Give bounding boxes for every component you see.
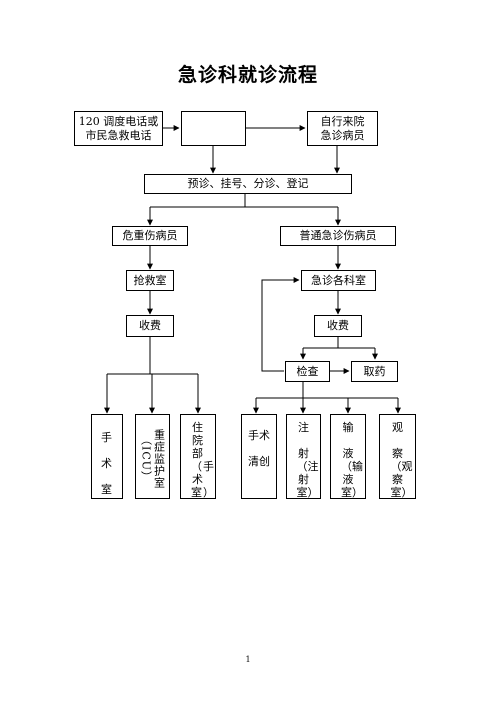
- node-infusion: 输 液（输液室）: [330, 414, 366, 499]
- label-injection: 注 射（注射室）: [296, 421, 319, 499]
- node-observation: 观 察（观察室）: [379, 414, 416, 499]
- label-infusion: 输 液（输液室）: [341, 421, 363, 499]
- node-er-departments: 急诊各科室: [301, 270, 376, 291]
- node-register: 预诊、挂号、分诊、登记: [144, 174, 352, 194]
- node-self-arrival: 自行来院 急诊病员: [307, 111, 378, 146]
- node-rescue-room: 抢救室: [126, 270, 174, 291]
- label-observation: 观 察（观察室）: [390, 421, 413, 499]
- arrow-loop-back: [261, 277, 300, 372]
- node-inpatient: 住 院 部（手术室）: [180, 414, 216, 499]
- node-critical-patient: 危重伤病员: [112, 226, 188, 246]
- node-fee-right: 收费: [314, 315, 362, 337]
- node-operating-room: 手 术 室: [91, 414, 123, 499]
- node-surgery-debridement: 手术 清创: [241, 414, 277, 499]
- node-emergency-call: 120 调度电话或 市民急救电话: [74, 111, 163, 146]
- node-exam: 检查: [285, 361, 330, 382]
- label-icu: 重症监护室（ICU）: [139, 428, 166, 489]
- node-injection: 注 射（注射室）: [286, 414, 321, 499]
- page-title: 急诊科就诊流程: [177, 64, 318, 86]
- node-medicine: 取药: [351, 361, 398, 382]
- label-operating-room: 手 术 室: [101, 431, 113, 496]
- label-inpatient: 住 院 部（手术室）: [191, 421, 215, 499]
- page-number: 1: [245, 655, 251, 664]
- node-normal-patient: 普通急诊伤病员: [280, 226, 396, 246]
- label-surgery-debridement: 手术 清创: [248, 429, 270, 468]
- node-blank: [181, 111, 246, 146]
- node-icu: 重症监护室（ICU）: [135, 414, 170, 499]
- node-fee-left: 收费: [126, 315, 174, 337]
